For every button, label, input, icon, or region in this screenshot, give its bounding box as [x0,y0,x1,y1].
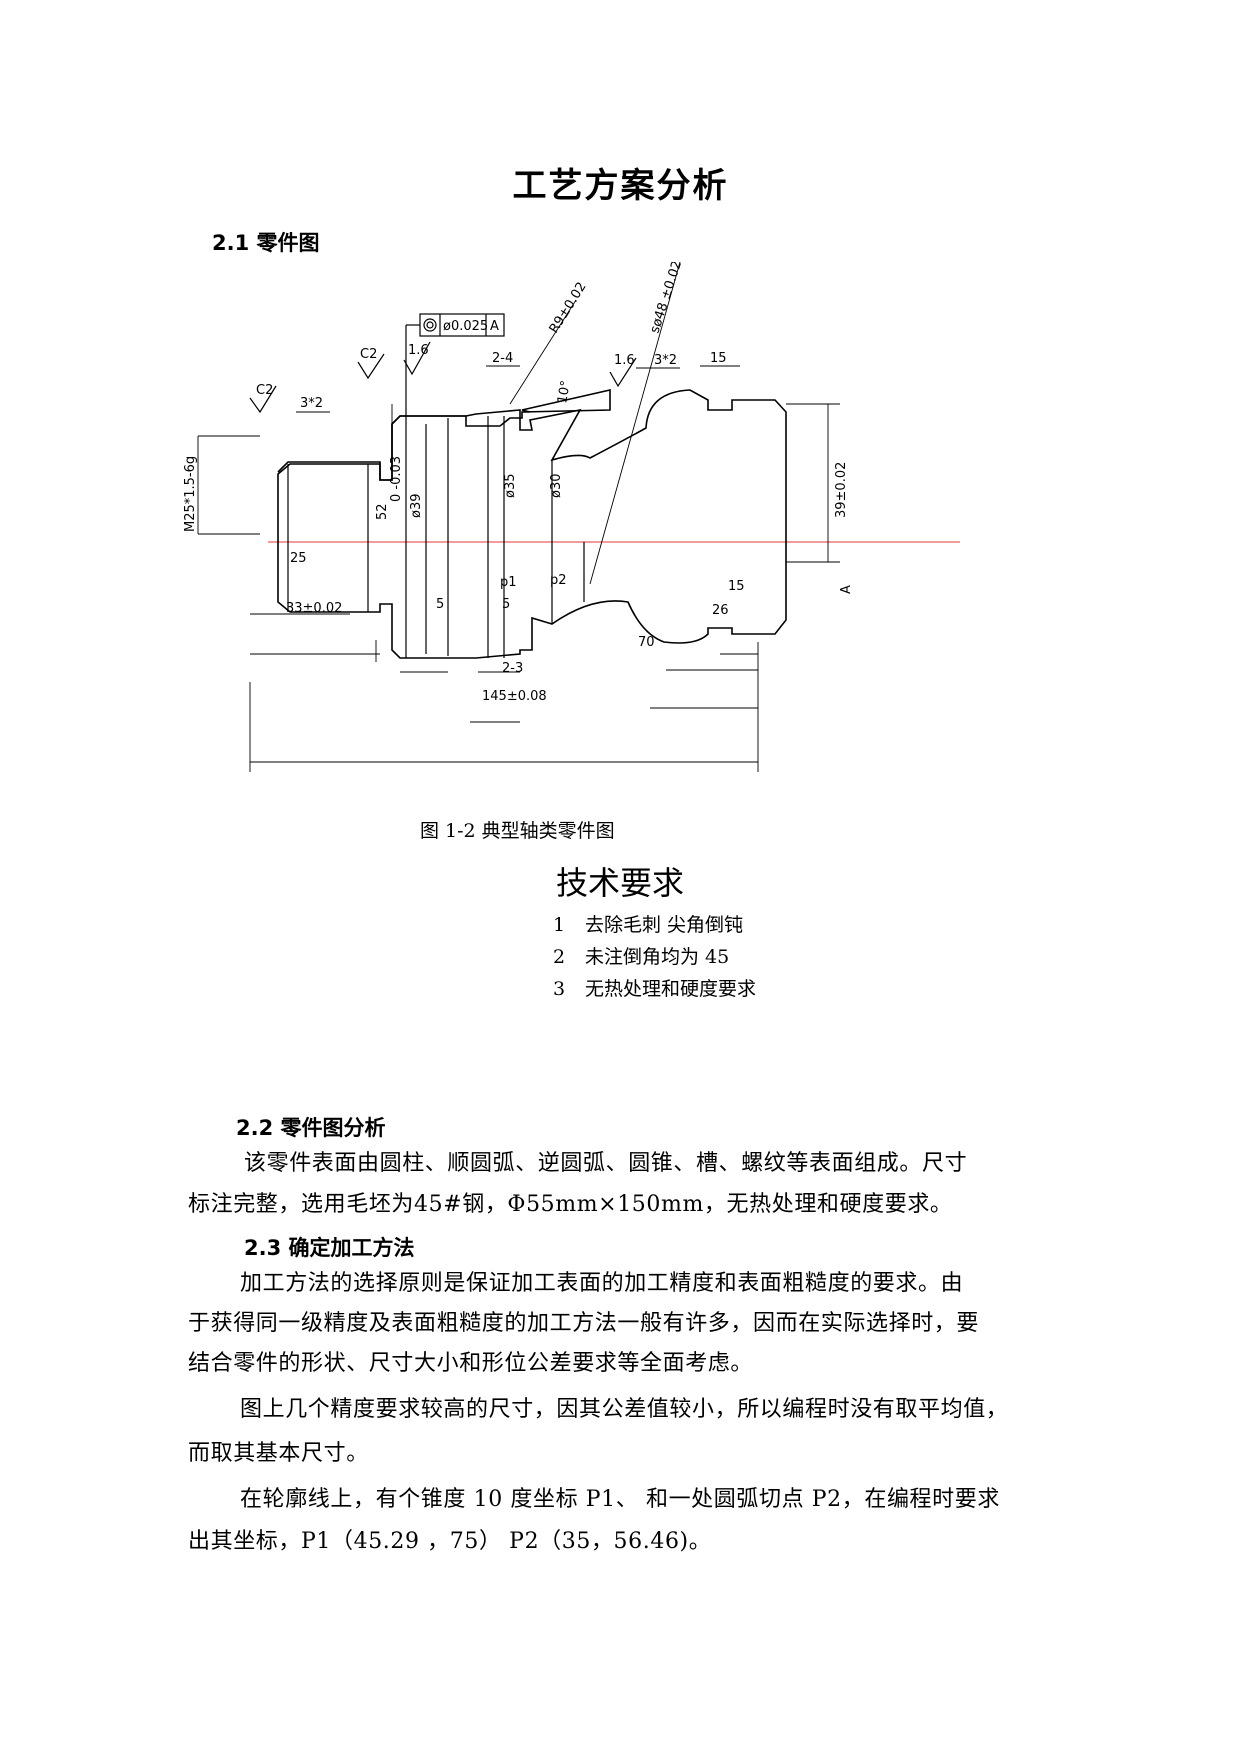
roughness-symbol-1 [403,341,431,376]
len-5a-label: 5 [436,597,444,612]
paragraph-line: 图上几个精度要求较高的尺寸，因其公差值较小，所以编程时没有取平均值， [240,1397,1009,1422]
chamfer-mark-left [249,385,277,414]
len-70-label: 70 [638,635,655,650]
dimension-lines [197,262,840,772]
roughness-symbol-2 [609,357,637,388]
thread-relief-label: 3*2 [300,396,323,411]
groove-right-label: 3*2 [654,353,677,368]
section-heading-2-3: 2.3 确定加工方法 [244,1236,415,1260]
datum-ref-label: A [490,319,499,334]
dia-35-label: ø35 [503,474,518,499]
dia-39-right-label: 39±0.02 [834,462,849,518]
paragraph-line: 标注完整，选用毛坯为45#钢，Φ55mm×150mm，无热处理和硬度要求。 [188,1192,953,1217]
dia-52-tol-label: 0 -0.03 [389,456,404,502]
paragraph-line: 出其坐标，P1（45.29 ，75） P2（35，56.46)。 [188,1529,712,1554]
thread-label: M25*1.5-6g [183,456,198,532]
page-title: 工艺方案分析 [512,166,729,206]
len-15-bot-label: 15 [728,579,745,594]
groove-top-label: 2-4 [492,351,513,366]
len-145-label: 145±0.08 [482,689,547,704]
chamfer-left-label: C2 [256,383,273,398]
len-15-top-label: 15 [710,351,727,366]
radius-label: R9±0.02 [547,280,590,336]
len-26-label: 26 [712,603,729,618]
paragraph-line: 而取其基本尺寸。 [188,1441,369,1466]
figure-caption: 图 1-2 典型轴类零件图 [420,820,615,842]
tech-req-title: 技术要求 [556,864,685,902]
dia-52-label: 52 [375,503,390,520]
concentricity-icon-inner [426,321,434,329]
len-2-3-label: 2-3 [502,661,523,676]
roughness-1-label: 1.6 [408,343,429,358]
len-25-label: 25 [290,551,307,566]
chamfer-mark-top [357,353,385,380]
p2-label: p2 [550,573,567,588]
len-33-label: 33±0.02 [286,601,342,616]
roughness-2-label: 1.6 [614,353,635,368]
shaft-part-drawing: ø0.025 A C2 C2 3*2 M25*1.5-6g 1.6 1.6 2-… [183,262,960,772]
tol-frame-label: ø0.025 [443,319,488,334]
paragraph-line: 结合零件的形状、尺寸大小和形位公差要求等全面考虑。 [188,1351,754,1376]
len-5b-label: 5 [502,597,510,612]
part-body-outline [277,389,787,659]
paragraph-line: 加工方法的选择原则是保证加工表面的加工精度和表面粗糙度的要求。由 [240,1271,964,1296]
sphere-label: sø48 ±0.02 [648,262,686,335]
paragraph-line: 在轮廓线上，有个锥度 10 度坐标 P1、 和一处圆弧切点 P2，在编程时要求 [240,1487,1000,1512]
dia-39-label: ø39 [409,494,424,519]
section-heading-2-1: 2.1 零件图 [212,231,320,255]
concentricity-icon [423,318,437,332]
chamfer-top-label: C2 [360,347,377,362]
p1-label: p1 [500,575,517,590]
angle-label: 10° [555,379,574,404]
paragraph-line: 于获得同一级精度及表面粗糙度的加工方法一般有许多，因而在实际选择时，要 [188,1311,980,1336]
datum-a-label: A [839,585,854,594]
paragraph-line: 该零件表面由圆柱、顺圆弧、逆圆弧、圆锥、槽、螺纹等表面组成。尺寸 [244,1151,968,1176]
section-heading-2-2: 2.2 零件图分析 [236,1116,386,1140]
dia-30-label: ø30 [549,474,564,499]
